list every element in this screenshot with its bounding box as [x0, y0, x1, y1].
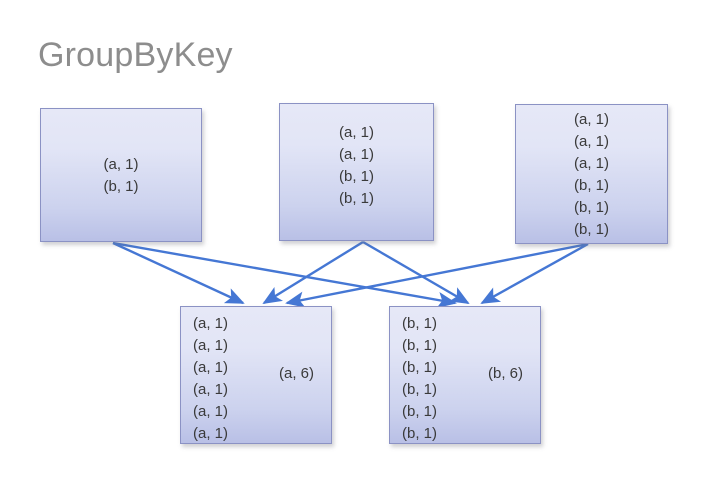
page-title: GroupByKey [38, 36, 233, 74]
input-box-2-lines: (a, 1) (a, 1) (b, 1) (b, 1) [280, 122, 433, 210]
link-in3-to-outB [480, 242, 589, 305]
pair-line: (a, 1) [193, 337, 229, 354]
pair-line: (a, 1) [573, 111, 609, 128]
pair-line: (a, 1) [193, 359, 229, 376]
pair-line: (a, 1) [103, 156, 139, 173]
pair-line: (b, 1) [402, 337, 438, 354]
pair-line: (b, 1) [402, 381, 438, 398]
pair-line: (b, 1) [338, 190, 374, 207]
pair-line: (b, 1) [573, 221, 609, 238]
link-in3-to-outA [285, 242, 589, 308]
pair-line: (a, 1) [193, 403, 229, 420]
link-in2-to-outA [262, 240, 364, 305]
result-label-a: (a, 6) [279, 365, 315, 382]
pair-line: (b, 1) [402, 315, 438, 332]
input-box-2[interactable]: (a, 1) (a, 1) (b, 1) (b, 1) [279, 103, 434, 241]
pair-line: (a, 1) [573, 155, 609, 172]
pair-line: (b, 1) [402, 403, 438, 420]
pair-line: (b, 1) [338, 168, 374, 185]
pair-line: (a, 1) [193, 381, 229, 398]
pair-line: (a, 1) [193, 425, 229, 442]
link-in2-to-outB [362, 240, 470, 305]
input-box-3[interactable]: (a, 1) (a, 1) (a, 1) (b, 1) (b, 1) (b, 1… [515, 104, 668, 244]
output-box-b-lines: (b, 1) (b, 1) (b, 1) (b, 1) (b, 1) (b, 1… [402, 313, 437, 445]
output-box-a-lines: (a, 1) (a, 1) (a, 1) (a, 1) (a, 1) (a, 1… [193, 313, 228, 445]
pair-line: (b, 1) [402, 359, 438, 376]
input-box-1[interactable]: (a, 1) (b, 1) [40, 108, 202, 242]
link-in1-to-outB [112, 241, 457, 309]
pair-line: (a, 1) [573, 133, 609, 150]
pair-line: (b, 1) [573, 199, 609, 216]
pair-line: (b, 1) [402, 425, 438, 442]
output-box-b[interactable]: (b, 1) (b, 1) (b, 1) (b, 1) (b, 1) (b, 1… [389, 306, 541, 444]
result-label-b: (b, 6) [488, 365, 524, 382]
pair-line: (a, 1) [338, 146, 374, 163]
input-box-1-lines: (a, 1) (b, 1) [41, 154, 201, 198]
link-in1-to-outA [112, 241, 245, 305]
pair-line: (a, 1) [193, 315, 229, 332]
pair-line: (b, 1) [103, 178, 139, 195]
pair-line: (a, 1) [338, 124, 374, 141]
pair-line: (b, 1) [573, 177, 609, 194]
output-box-a[interactable]: (a, 1) (a, 1) (a, 1) (a, 1) (a, 1) (a, 1… [180, 306, 332, 444]
input-box-3-lines: (a, 1) (a, 1) (a, 1) (b, 1) (b, 1) (b, 1… [516, 109, 667, 241]
